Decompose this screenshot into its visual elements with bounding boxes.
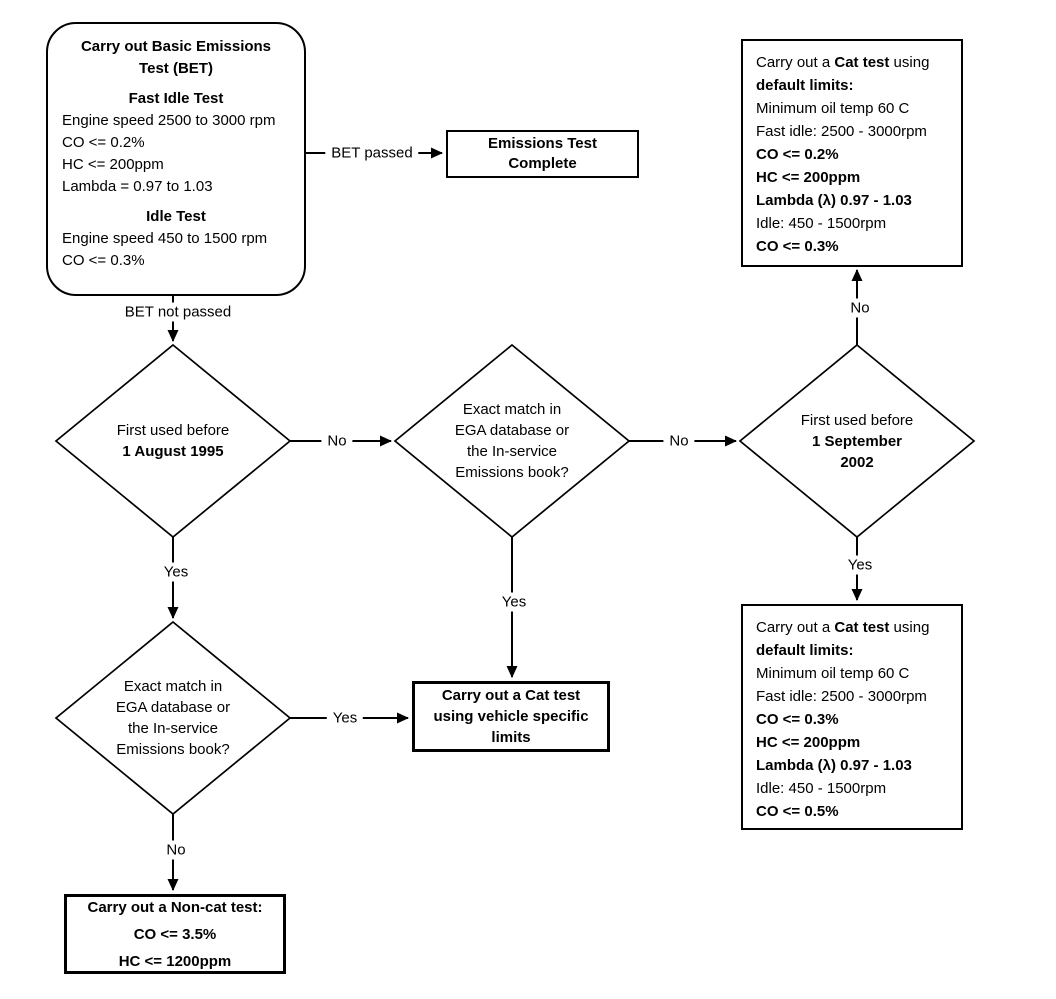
edge-label-bet-passed: BET passed (325, 143, 419, 163)
edge-label-bet-not-passed: BET not passed (118, 302, 238, 322)
edge-label-no-ega-to-2002: No (663, 431, 695, 451)
edge-label-yes-ega-down: Yes (495, 592, 533, 612)
bet-idle-heading: Idle Test (146, 208, 206, 225)
edge-label-yes-1995-down: Yes (157, 562, 195, 582)
bet-fast-idle-heading: Fast Idle Test (128, 90, 224, 107)
edge-label-yes-2002-down: Yes (841, 555, 879, 575)
edge-label-no-ega-bottom-down: No (160, 840, 192, 860)
edge-label-no-1995-to-ega: No (321, 431, 353, 451)
edge-label-no-2002-up: No (844, 298, 876, 318)
edge-label-yes-ega-bottom-right: Yes (326, 708, 364, 728)
node-non-cat-test: Carry out a Non-cat test:CO <= 3.5%HC <=… (64, 894, 286, 974)
